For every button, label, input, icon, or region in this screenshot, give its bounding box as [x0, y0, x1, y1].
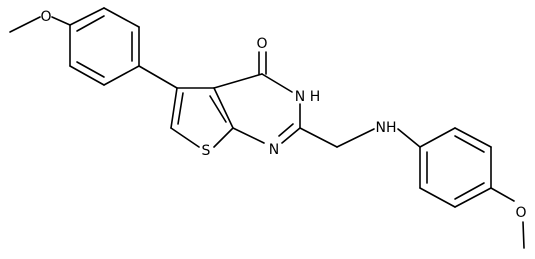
bond: [213, 127, 234, 148]
bond: [9, 16, 41, 33]
bond: [454, 127, 492, 148]
bond: [76, 15, 105, 32]
bond: [281, 127, 301, 144]
bond: [138, 65, 178, 89]
bond: [522, 221, 525, 249]
atom-label-methoxy-oxygen-top: O: [40, 9, 51, 25]
methoxyphenyl-group-bottom: [419, 127, 525, 249]
atom-label-carbonyl-oxygen: O: [256, 36, 267, 52]
thienopyrimidinone-core: [170, 51, 301, 148]
bond: [419, 187, 456, 208]
atom-label-amine-nh: NH: [376, 120, 397, 136]
bond: [213, 73, 263, 89]
bond: [76, 61, 105, 78]
bond: [278, 123, 294, 137]
atom-label-methoxy-oxygen-bottom: O: [515, 205, 526, 221]
bond: [261, 73, 293, 93]
bond: [209, 95, 227, 123]
methoxyphenyl-group-top: [9, 7, 140, 86]
bond: [490, 187, 515, 202]
bond: [299, 127, 338, 148]
atom-label-ring-nh: N: [295, 89, 305, 105]
bond: [336, 128, 375, 148]
bond: [51, 16, 71, 26]
atom-label-ring-nh-hydrogen: H: [310, 89, 321, 105]
bond: [213, 87, 234, 129]
bond: [69, 7, 105, 26]
bond: [232, 127, 265, 144]
bond: [170, 87, 178, 129]
bond: [170, 127, 200, 148]
bond: [177, 92, 184, 125]
bond: [454, 135, 485, 153]
bond: [103, 7, 140, 28]
atom-label-thiophene-sulfur: S: [202, 143, 211, 159]
atom-label-ring-n: N: [269, 142, 279, 158]
bond: [397, 128, 421, 148]
bond: [69, 65, 105, 86]
bond: [454, 182, 485, 200]
bond: [103, 65, 140, 86]
bond: [454, 187, 492, 208]
bond: [419, 127, 456, 148]
